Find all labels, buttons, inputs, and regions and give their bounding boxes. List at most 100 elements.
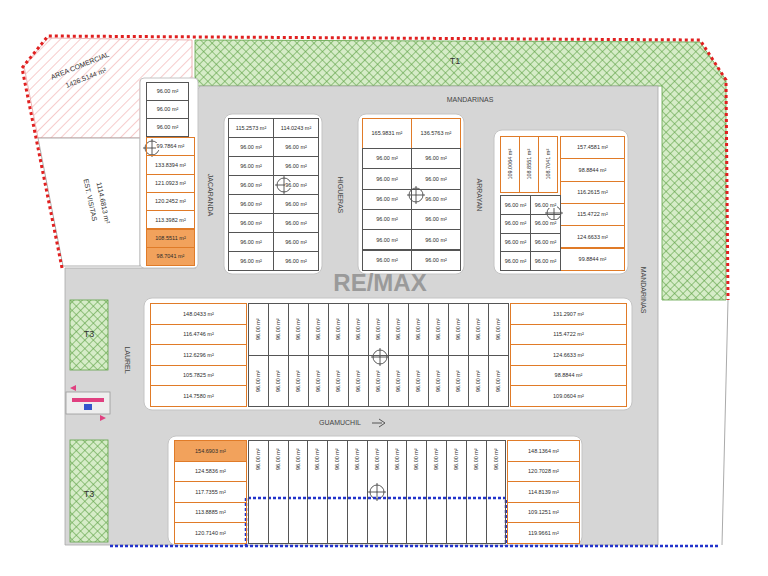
lot-box: 96.00 m² — [387, 440, 408, 544]
lot-area: 96.00 m² — [453, 447, 459, 470]
lot-area: 136.5763 m² — [420, 130, 452, 136]
lot-area: 96.00 m² — [504, 239, 527, 245]
property-boundary — [22, 36, 728, 300]
gate-post — [84, 404, 92, 410]
block — [140, 78, 198, 268]
lot-box: 96.00 m² — [406, 440, 427, 544]
lot-area: 96.00 m² — [156, 106, 179, 112]
lot-box: 148.0433 m² — [150, 303, 247, 325]
block — [144, 298, 632, 410]
lot-area: 96.00 m² — [334, 447, 340, 470]
lot-box: 108.7041 m² — [538, 136, 558, 193]
lot-area: 114.0243 m² — [280, 125, 311, 131]
lot-area: 120.7028 m² — [528, 468, 560, 474]
lot-area: 96.00 m² — [275, 369, 281, 392]
lot-area: 96.00 m² — [275, 318, 281, 341]
lot-area: 96.00 m² — [315, 369, 321, 392]
lot-box: 96.00 m² — [288, 303, 309, 356]
lot-area: 96.00 m² — [255, 369, 261, 392]
lot-box: 96.00 m² — [362, 168, 412, 189]
lot-box: 96.00 m² — [348, 303, 369, 356]
block — [224, 114, 322, 274]
lot-box: 96.00 m² — [308, 355, 329, 408]
lot-area: 96.00 m² — [295, 447, 301, 470]
lot-area: 96.00 m² — [354, 447, 360, 470]
lot-area: 96.00 m² — [534, 220, 557, 226]
lot-area: 96.00 m² — [414, 447, 420, 470]
lot-area: 109.1251 m² — [528, 509, 560, 515]
lot-box: 120.7140 m² — [174, 522, 247, 544]
street-name: JACARANDA — [206, 173, 214, 217]
lot-box: 115.4722 m² — [510, 324, 627, 346]
lot-box: 96.00 m² — [411, 189, 461, 210]
lot-area: 96.00 m² — [240, 201, 263, 207]
lot-box: 96.00 m² — [268, 355, 289, 408]
lot-box: 96.00 m² — [426, 440, 447, 544]
lot-box: 105.7825 m² — [150, 365, 247, 387]
lot-box: 120.2452 m² — [146, 192, 195, 211]
lot-box: 124.6633 m² — [560, 225, 625, 248]
lot-area: 96.00 m² — [285, 144, 308, 150]
lot-box: 96.00 m² — [288, 355, 309, 408]
lot-box: 96.00 m² — [288, 440, 309, 544]
visitor-parking — [38, 138, 140, 266]
lot-box: 96.00 m² — [448, 355, 469, 408]
lot-area: 96.00 m² — [534, 239, 557, 245]
lot-area: 115.4722 m² — [553, 331, 584, 337]
lot-area: 112.6296 m² — [183, 352, 214, 358]
lot-box: 96.00 m² — [362, 209, 412, 230]
lot-area: 115.2573 m² — [235, 125, 266, 131]
lot-area: 96.00 m² — [255, 318, 261, 341]
lot-box: 96.00 m² — [411, 209, 461, 230]
lot-area: 131.2907 m² — [553, 311, 585, 317]
entrance-gate — [66, 385, 110, 421]
lot-box: 116.4746 m² — [150, 324, 247, 346]
lot-area: 157.4581 m² — [577, 144, 609, 150]
lot-area: 114.7580 m² — [183, 393, 214, 399]
lot-box: 96.00 m² — [486, 440, 507, 544]
lot-area: 96.00 m² — [455, 369, 461, 392]
lot-area: 96.00 m² — [435, 369, 441, 392]
lot-box: 121.0923 m² — [146, 174, 195, 193]
lot-area: 96.00 m² — [240, 144, 263, 150]
lot-box: 113.3982 m² — [146, 210, 195, 229]
lot-box: 96.00 m² — [488, 303, 509, 356]
lot-area: 96.00 m² — [240, 163, 263, 169]
lot-area: 133.8394 m² — [155, 162, 187, 168]
lot-box: 96.00 m² — [500, 195, 531, 215]
road-surface — [65, 86, 658, 545]
lot-box: 98.8844 m² — [510, 365, 627, 387]
lot-area: 96.00 m² — [504, 202, 527, 208]
lot-area: 124.6633 m² — [577, 234, 609, 240]
lot-box: 120.7028 m² — [507, 461, 580, 483]
lot-box: 115.2573 m² — [228, 118, 274, 138]
lot-area: 96.00 m² — [376, 216, 399, 222]
lot-area: 96.00 m² — [355, 369, 361, 392]
street-name: ARRAYAN — [475, 178, 483, 213]
lot-area: 98.8844 m² — [578, 167, 607, 173]
lot-box: 119.9661 m² — [507, 522, 580, 544]
lot-area: 109.0604 m² — [553, 393, 585, 399]
lot-box: 96.00 m² — [448, 303, 469, 356]
lot-area: 96.00 m² — [475, 318, 481, 341]
street-name: HIGUERAS — [336, 176, 344, 215]
gate-booth — [66, 392, 110, 414]
lot-box: 115.4722 m² — [560, 203, 625, 226]
watermark: RE/MAX — [332, 270, 427, 296]
gate-arrow — [70, 385, 106, 421]
lot-box: 96.00 m² — [228, 232, 274, 252]
lot-area: 108.8551 m² — [526, 149, 532, 181]
lot-area: 96.00 m² — [240, 220, 263, 226]
lot-box: 154.6903 m² — [174, 440, 247, 462]
lot-box: 96.00 m² — [228, 137, 274, 157]
lot-area: 96.00 m² — [285, 182, 308, 188]
lot-box: 96.00 m² — [327, 440, 348, 544]
lot-area: 96.00 m² — [425, 216, 448, 222]
lot-box: 96.00 m² — [228, 213, 274, 233]
lot-box: 96.00 m² — [248, 355, 269, 408]
lot-area: 124.6633 m² — [553, 352, 585, 358]
lot-box: 96.00 m² — [488, 355, 509, 408]
lot-area: 96.00 m² — [375, 318, 381, 341]
lot-box: 148.1364 m² — [507, 440, 580, 462]
lot-area: 99.7864 m² — [156, 143, 185, 149]
